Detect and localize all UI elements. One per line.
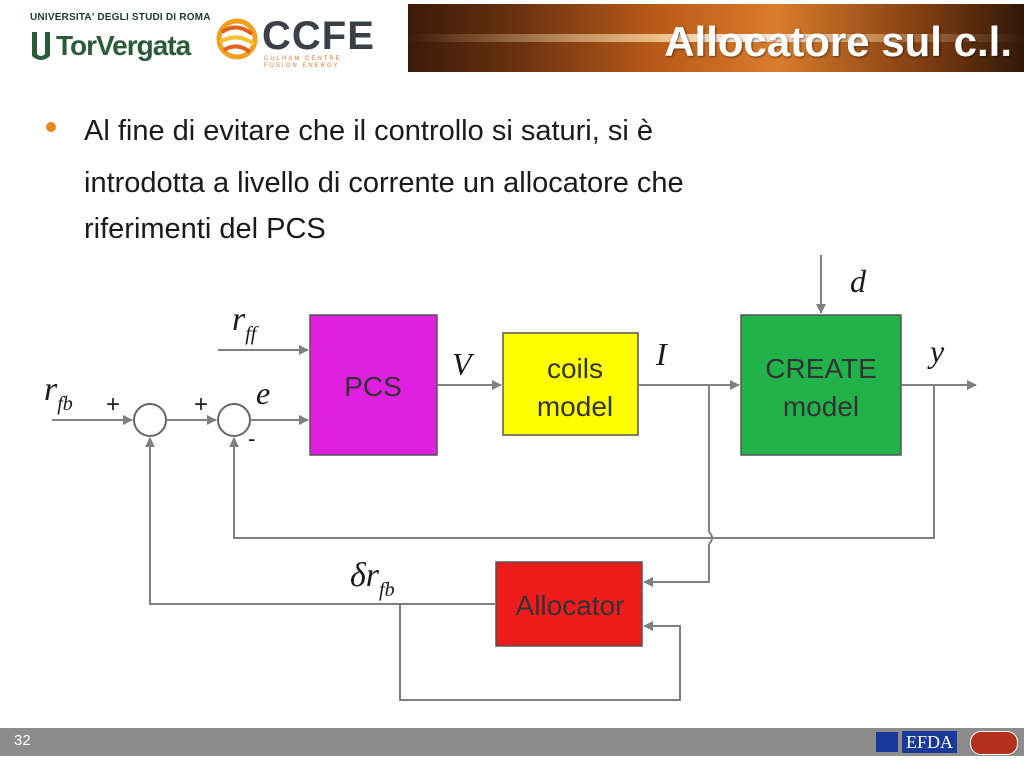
university-label: UNIVERSITA' DEGLI STUDI DI ROMA	[30, 12, 211, 23]
tor-vergata-logo: UNIVERSITA' DEGLI STUDI DI ROMA TorVerga…	[30, 12, 210, 68]
create-label-line1: CREATE	[765, 353, 877, 384]
rff-label: rff	[232, 301, 259, 345]
coils-label-line1: coils	[547, 353, 603, 384]
block-diagram: PCS coils model CREATE model Allocator r…	[44, 255, 977, 701]
i-to-allocator-line-2	[643, 544, 710, 587]
title-banner: Allocatore sul c.l.	[408, 4, 1024, 72]
ccfe-logo: CCFE CULHAM CENTRE FUSION ENERGY	[216, 14, 386, 70]
eu-flag-icon	[876, 732, 898, 752]
bullet-list: Al fine di evitare che il controllo si s…	[46, 110, 916, 250]
header: UNIVERSITA' DEGLI STUDI DI ROMA TorVerga…	[0, 0, 1024, 78]
minus-sign: -	[248, 426, 255, 451]
y-feedback-line	[229, 385, 935, 539]
d-label: d	[850, 263, 867, 299]
ccfe-subtitle: CULHAM CENTRE FUSION ENERGY	[264, 56, 342, 70]
page-number: 32	[14, 732, 31, 749]
bullet-line-2: introdotta a livello di corrente un allo…	[84, 167, 684, 199]
ccfe-name: CCFE	[262, 14, 375, 58]
rfb-label: rfb	[44, 371, 73, 415]
coils-label-line2: model	[537, 391, 613, 422]
v-label: V	[452, 346, 475, 382]
allocator-self-loop	[399, 604, 681, 701]
footer-bar: 32 EFDA	[0, 728, 1024, 756]
allocator-label: Allocator	[516, 590, 625, 621]
bullet-line-1: Al fine di evitare che il controllo si s…	[84, 115, 653, 147]
slide-title: Allocatore sul c.l.	[664, 18, 1012, 65]
create-model-block	[740, 314, 902, 456]
ccfe-subtitle-line1: CULHAM CENTRE	[264, 56, 342, 62]
delta-rfb-label: δrfb	[350, 557, 395, 601]
efda-logo: EFDA	[902, 731, 958, 753]
ccfe-swirl-icon	[216, 18, 258, 60]
summing-junction-2	[217, 403, 251, 437]
delta-rfb-line	[145, 437, 496, 605]
plus-sign-2: +	[194, 391, 208, 418]
title-streak	[408, 34, 1024, 42]
pcs-block	[309, 314, 438, 456]
jet-logo-icon	[970, 731, 1018, 755]
allocator-block	[495, 561, 643, 647]
create-label-line2: model	[783, 391, 859, 422]
summing-junction-1	[133, 403, 167, 437]
i-feedback-hop	[708, 531, 713, 545]
university-name: TorVergata	[56, 30, 191, 61]
y-label: y	[927, 333, 945, 369]
pcs-label: PCS	[344, 371, 402, 402]
bullet-line-3: riferimenti del PCS	[84, 213, 326, 245]
plus-sign-1: +	[106, 391, 120, 418]
ccfe-subtitle-line2: FUSION ENERGY	[264, 63, 340, 69]
tor-vergata-emblem-icon	[32, 32, 50, 60]
e-label: e	[256, 375, 270, 411]
i-label: I	[655, 336, 668, 372]
signal-lines	[52, 255, 977, 701]
bullet-dot-icon	[46, 122, 56, 132]
